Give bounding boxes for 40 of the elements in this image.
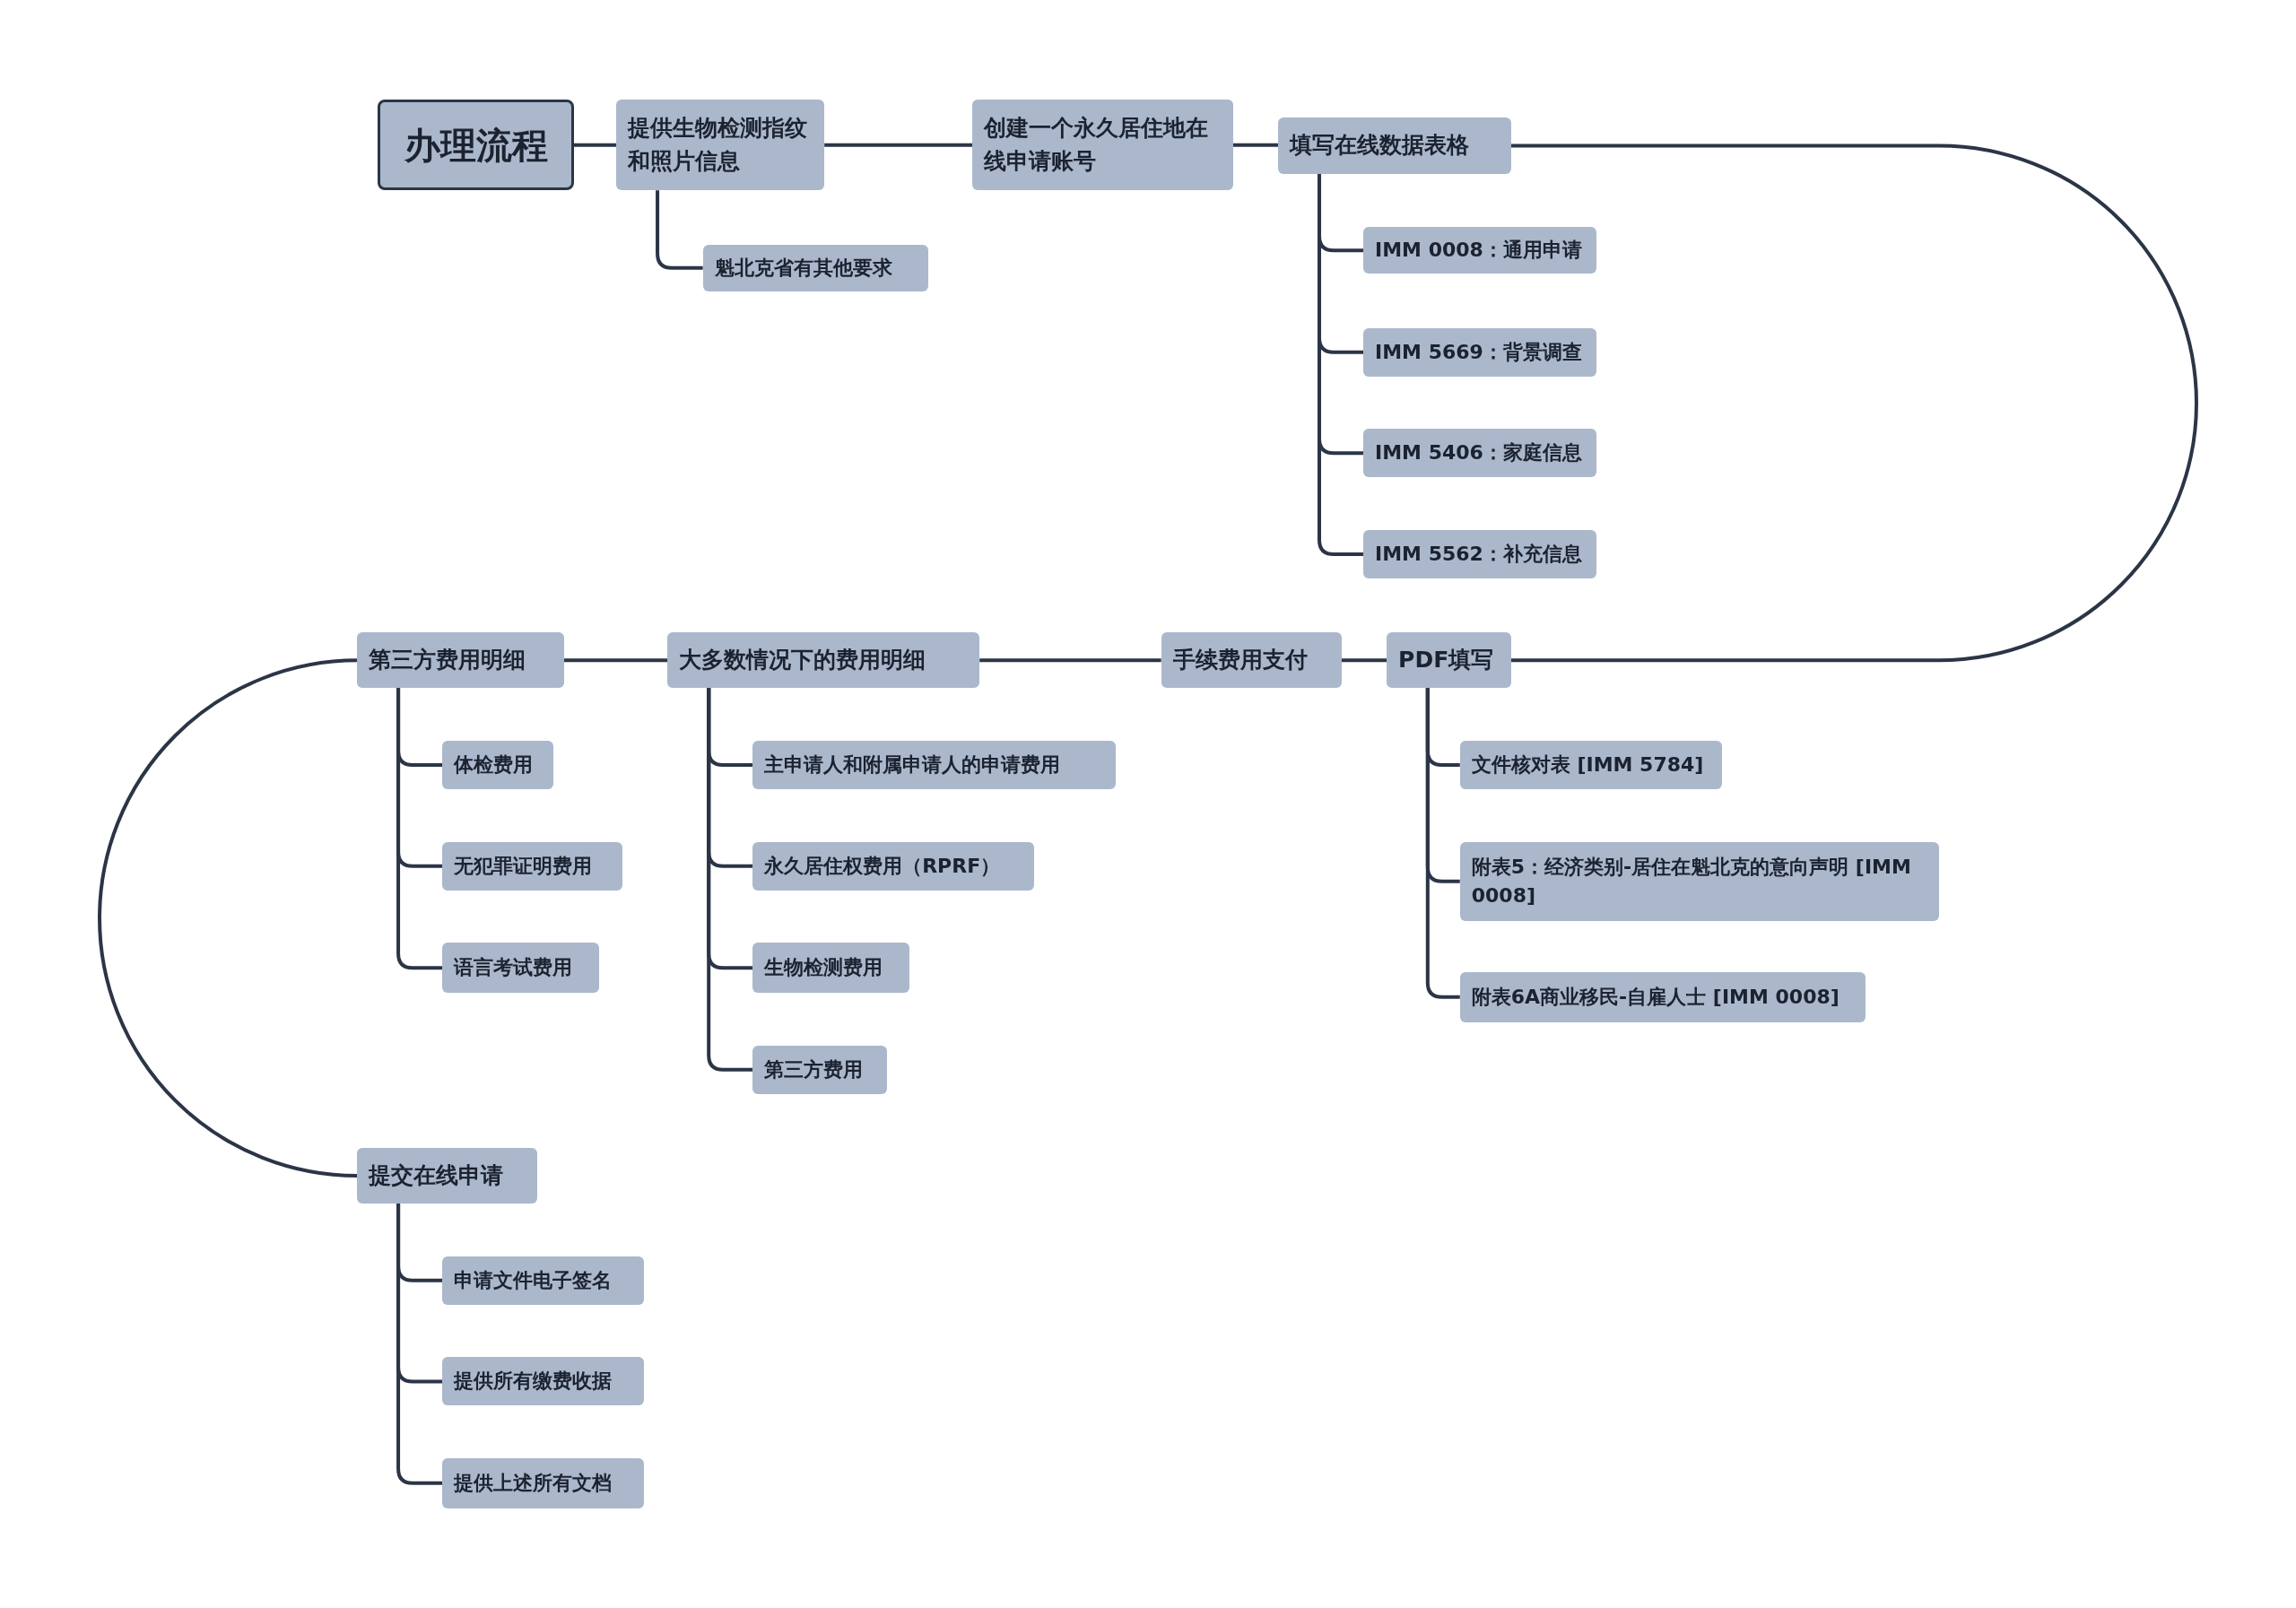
connector-line xyxy=(396,688,443,970)
subtopic-box: IMM 0008：通用申请 xyxy=(1363,227,1596,274)
subtopic-box: 无犯罪证明费用 xyxy=(442,841,622,891)
connector-line xyxy=(1318,174,1363,556)
subtopic-box: 附表5：经济类别-居住在魁北克的意向声明 [IMM 0008] xyxy=(1459,841,1939,921)
connector-line xyxy=(1341,658,1387,663)
central-topic-box: 办理流程 xyxy=(378,100,574,191)
subtopic-box: 魁北克省有其他要求 xyxy=(702,244,929,291)
subtopic-box: 附表6A商业移民-自雇人士 [IMM 0008] xyxy=(1459,972,1866,1022)
connector-line xyxy=(98,658,358,1178)
subtopic-box: 第三方费用 xyxy=(752,1045,888,1094)
subtopic-box: IMM 5562：补充信息 xyxy=(1363,530,1596,578)
topic-box: PDF填写 xyxy=(1387,632,1511,689)
topic-box: 提交在线申请 xyxy=(357,1148,538,1204)
subtopic-box: 文件核对表 [IMM 5784] xyxy=(1459,741,1722,789)
subtopic-box: 主申请人和附属申请人的申请费用 xyxy=(752,741,1117,789)
connector-line xyxy=(563,658,668,663)
topic-box: 创建一个永久居住地在线申请账号 xyxy=(972,100,1233,191)
subtopic-box: IMM 5406：家庭信息 xyxy=(1363,429,1596,478)
topic-box: 第三方费用明细 xyxy=(357,632,564,689)
subtopic-box: 体检费用 xyxy=(442,741,554,789)
connector-line xyxy=(396,1204,443,1485)
subtopic-box: IMM 5669：背景调查 xyxy=(1363,327,1596,377)
subtopic-box: 申请文件电子签名 xyxy=(442,1256,645,1305)
connector-line xyxy=(824,143,973,147)
connector-line xyxy=(574,143,617,147)
subtopic-box: 语言考试费用 xyxy=(442,943,599,993)
topic-box: 手续费用支付 xyxy=(1161,632,1342,689)
connector-line xyxy=(1510,143,2198,663)
subtopic-box: 永久居住权费用（RPRF） xyxy=(752,841,1034,891)
topic-box: 填写在线数据表格 xyxy=(1278,117,1511,175)
topic-box: 提供生物检测指纹和照片信息 xyxy=(616,100,825,191)
connector-line xyxy=(979,658,1161,663)
connector-line xyxy=(1232,143,1279,147)
connector-line xyxy=(707,688,753,1072)
connector-line xyxy=(656,190,703,270)
subtopic-box: 生物检测费用 xyxy=(752,943,909,993)
subtopic-box: 提供上述所有文档 xyxy=(442,1458,645,1508)
subtopic-box: 提供所有缴费收据 xyxy=(442,1357,645,1406)
topic-box: 大多数情况下的费用明细 xyxy=(667,632,980,689)
